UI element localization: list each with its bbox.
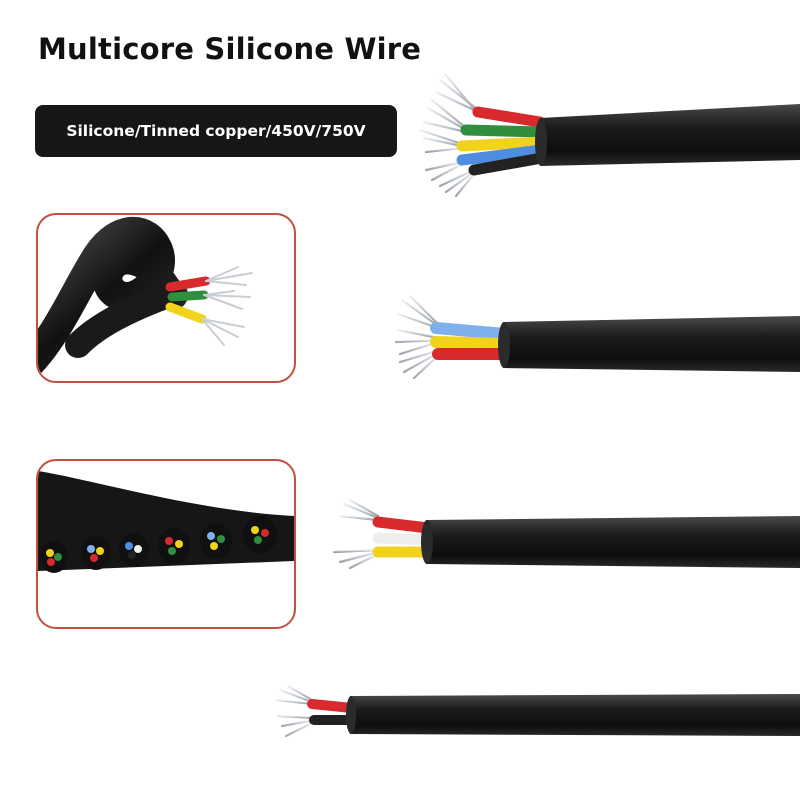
cores (430, 322, 511, 360)
cable-2-core (332, 498, 800, 570)
cable-3-core (394, 294, 800, 380)
strands (332, 498, 380, 570)
cable-2-core-small (275, 685, 800, 737)
cores (372, 516, 434, 558)
knotted-cable-inset (36, 213, 296, 383)
cable-ends-inset (36, 459, 296, 629)
cores (456, 106, 548, 176)
spec-badge: Silicone/Tinned copper/450V/750V (35, 105, 397, 157)
cores (307, 699, 357, 725)
strands (418, 72, 480, 198)
jacket (350, 694, 800, 736)
jacket (503, 316, 800, 372)
knotted-cable-illustration (38, 216, 253, 377)
page-title: Multicore Silicone Wire (38, 32, 422, 66)
spec-badge-label: Silicone/Tinned copper/450V/750V (66, 122, 366, 140)
jacket (540, 104, 800, 166)
jacket (426, 516, 800, 568)
cable-5-core (418, 72, 800, 198)
strands (275, 685, 315, 737)
cable-ends-illustration (38, 471, 294, 573)
cable-end-faces (40, 516, 277, 573)
